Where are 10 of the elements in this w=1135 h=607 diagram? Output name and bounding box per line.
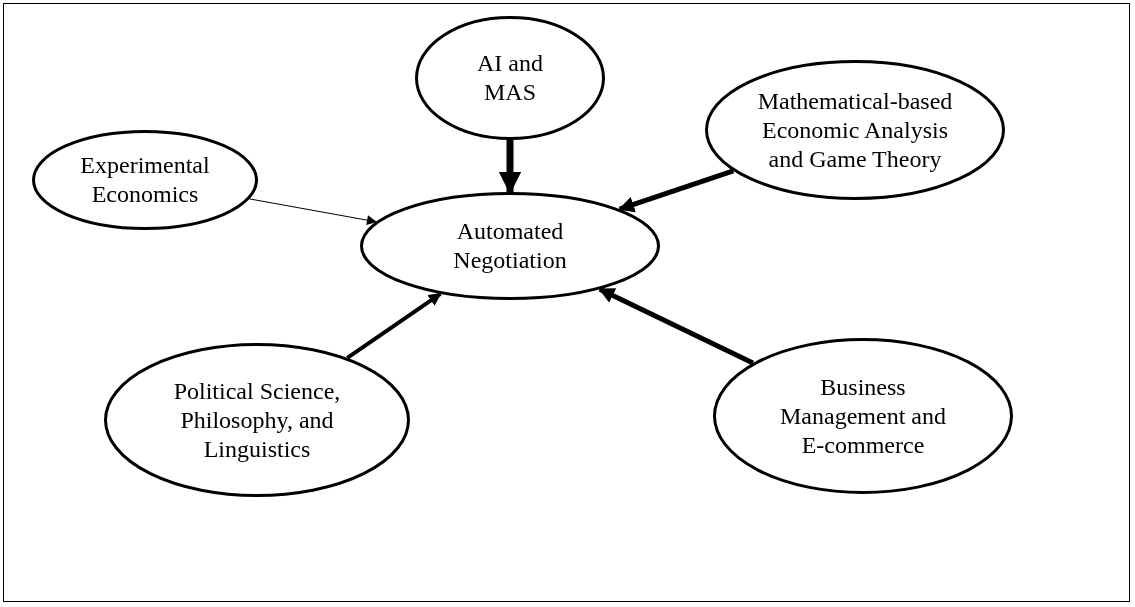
topic-label: AI and MAS — [476, 49, 544, 107]
arrow — [618, 168, 735, 213]
topic-label: Automated Negotiation — [452, 217, 568, 275]
topic-label: Business Management and E-commerce — [779, 372, 947, 460]
topic-label: Mathematical-based Economic Analysis and Game Theory — [756, 86, 954, 174]
topic-label: Experimental Economics — [79, 151, 211, 209]
topic-label: Political Science, Philosophy, and Linguistics — [172, 376, 342, 464]
arrow — [598, 287, 755, 366]
arrow — [249, 198, 377, 226]
arrow — [346, 292, 442, 360]
